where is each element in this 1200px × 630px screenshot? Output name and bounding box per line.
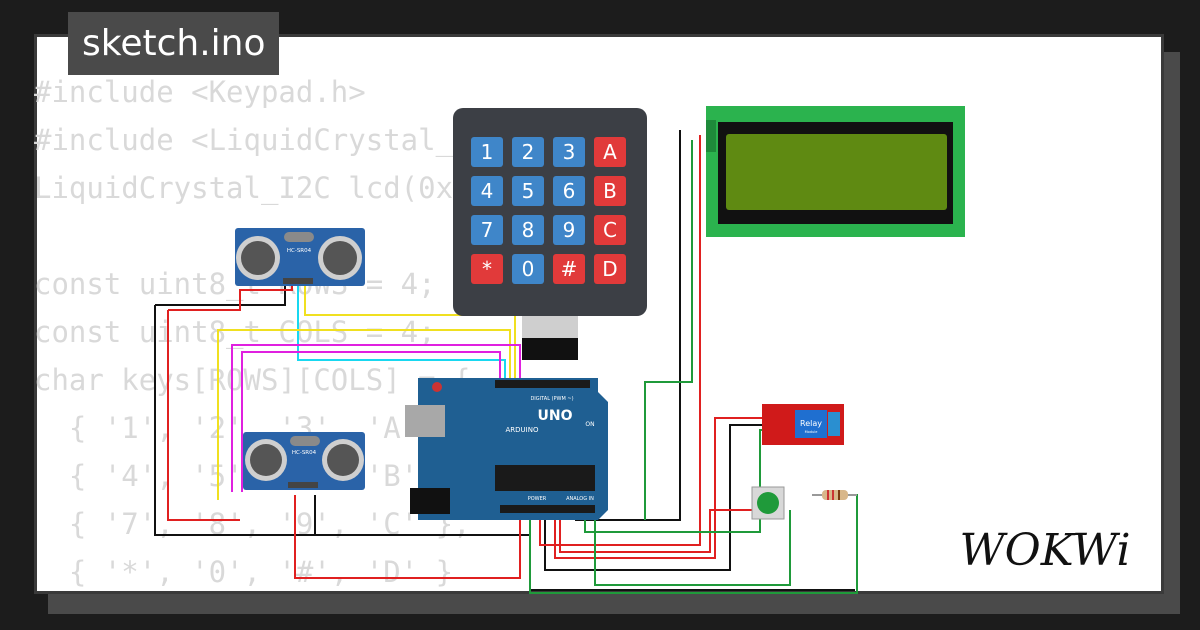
- keypad-key: #: [553, 254, 585, 284]
- keypad-key: 1: [471, 137, 503, 167]
- keypad-key: 2: [512, 137, 544, 167]
- wokwi-logo: WOKWi: [940, 485, 1155, 589]
- keypad-key-label: 1: [481, 140, 494, 164]
- keypad-key: A: [594, 137, 626, 167]
- keypad-key-label: C: [603, 218, 617, 242]
- code-line: #include <Keypad.h>: [34, 75, 366, 109]
- keypad-key-label: A: [603, 140, 617, 164]
- keypad-key-label: 3: [563, 140, 576, 164]
- resistor: [812, 490, 857, 500]
- keypad-key: 7: [471, 215, 503, 245]
- arduino-on-label: ON: [585, 421, 594, 428]
- lcd-2004-display: [706, 106, 965, 237]
- keypad-key: 0: [512, 254, 544, 284]
- keypad-key-label: B: [603, 179, 617, 203]
- keypad-key-label: D: [602, 257, 617, 281]
- keypad-key: D: [594, 254, 626, 284]
- keypad-key: 6: [553, 176, 585, 206]
- keypad-key: *: [471, 254, 503, 284]
- keypad-key: 5: [512, 176, 544, 206]
- keypad-key-label: 4: [481, 179, 494, 203]
- ultrasonic-sensor-top: HC-SR04: [235, 228, 365, 286]
- arduino-analog-label: ANALOG IN: [566, 496, 594, 502]
- keypad-key-label: #: [561, 257, 578, 281]
- keypad-4x4: 1 2 3 A 4 5 6 B 7 8 9 C * 0 # D: [453, 108, 647, 360]
- keypad-keys: 1 2 3 A 4 5 6 B 7 8 9 C * 0 # D: [471, 137, 626, 284]
- sensor-top-label: HC-SR04: [287, 248, 312, 254]
- relay-label: Relay: [800, 419, 822, 428]
- keypad-key-label: 8: [522, 218, 535, 242]
- keypad-key: 4: [471, 176, 503, 206]
- keypad-key-label: 2: [522, 140, 535, 164]
- code-line: const uint8_t COLS = 4;: [34, 315, 436, 349]
- keypad-key: 3: [553, 137, 585, 167]
- arduino-power-label: POWER: [528, 496, 547, 502]
- arduino-uno-board: UNO ARDUINO DIGITAL (PWM ~) POWER ANALOG…: [405, 378, 608, 520]
- keypad-key: C: [594, 215, 626, 245]
- keypad-key-label: 0: [522, 257, 535, 281]
- keypad-key-label: 9: [563, 218, 576, 242]
- ultrasonic-sensor-bottom: HC-SR04: [243, 432, 365, 490]
- keypad-key-label: *: [482, 257, 492, 281]
- keypad-key: 8: [512, 215, 544, 245]
- relay-sublabel: Module: [805, 430, 818, 434]
- keypad-key-label: 6: [563, 179, 576, 203]
- code-line: { '*', '0', '#', 'D' }: [34, 555, 454, 589]
- file-title: sketch.ino: [68, 12, 280, 75]
- keypad-key-label: 7: [481, 218, 494, 242]
- wires: [154, 130, 858, 594]
- wokwi-logo-text: WOKWi: [959, 525, 1130, 576]
- sensor-bottom-label: HC-SR04: [292, 450, 317, 456]
- keypad-key: 9: [553, 215, 585, 245]
- arduino-model-label: UNO: [538, 408, 573, 424]
- push-button: [751, 486, 785, 520]
- relay-module: Relay Module: [762, 404, 844, 445]
- keypad-key: B: [594, 176, 626, 206]
- arduino-digital-label: DIGITAL (PWM ~): [530, 396, 573, 402]
- keypad-key-label: 5: [522, 179, 535, 203]
- arduino-brand-label: ARDUINO: [506, 426, 539, 434]
